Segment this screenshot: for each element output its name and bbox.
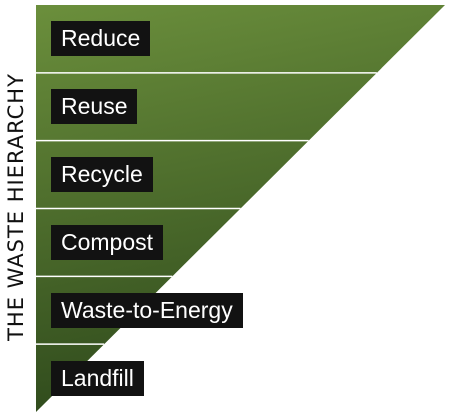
level-label-landfill: Landfill bbox=[51, 360, 144, 396]
level-label-reuse: Reuse bbox=[51, 89, 138, 125]
level-label-compost: Compost bbox=[51, 224, 164, 260]
level-label-reduce: Reduce bbox=[51, 21, 151, 57]
level-dividers bbox=[36, 72, 377, 345]
level-label-waste-to-energy: Waste-to-Energy bbox=[51, 292, 243, 328]
level-label-recycle: Recycle bbox=[51, 157, 153, 193]
diagram-title: THE WASTE HIERARCHY bbox=[4, 73, 28, 341]
